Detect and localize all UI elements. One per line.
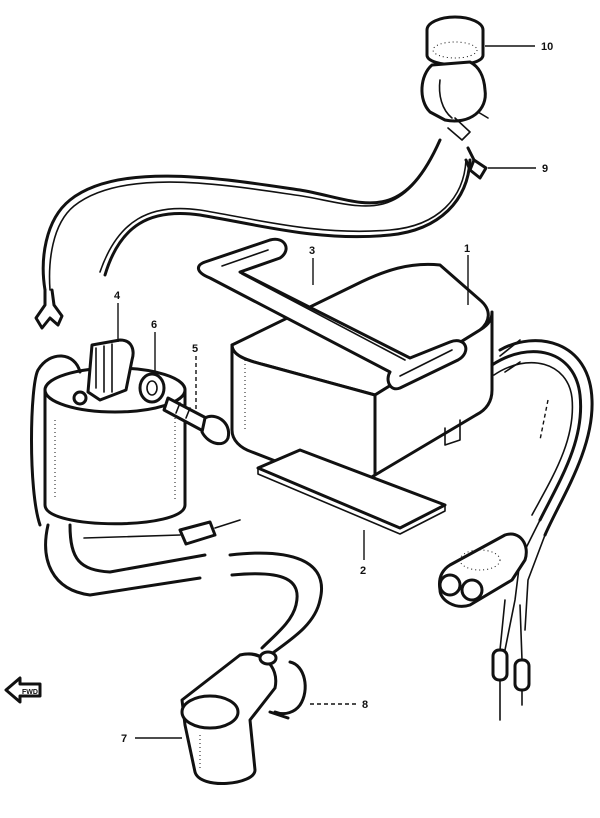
bullet-terminals bbox=[491, 599, 531, 721]
spark-plug-cap bbox=[180, 650, 278, 785]
wire-connector-block bbox=[438, 532, 528, 608]
wire-harness-upper bbox=[41, 138, 472, 292]
svg-text:FWD: FWD bbox=[22, 689, 38, 696]
rubber-strap bbox=[197, 237, 468, 391]
callout-2: 2 bbox=[360, 565, 366, 577]
callout-leaders bbox=[117, 45, 536, 739]
wire-clip bbox=[268, 660, 307, 720]
callout-7: 7 bbox=[121, 733, 127, 745]
mounting-bolt bbox=[162, 396, 231, 446]
forward-arrow-icon: FWD bbox=[4, 676, 42, 704]
callout-5: 5 bbox=[192, 343, 198, 355]
ignition-coil bbox=[30, 338, 187, 527]
callout-6: 6 bbox=[151, 319, 157, 331]
cushion-plate bbox=[256, 448, 447, 535]
kill-switch-assembly bbox=[420, 15, 489, 141]
cdi-wire-loom bbox=[490, 339, 594, 651]
callout-4: 4 bbox=[114, 290, 121, 302]
callout-3: 3 bbox=[309, 245, 315, 257]
callout-9: 9 bbox=[542, 163, 548, 175]
washer bbox=[138, 372, 166, 404]
high-tension-cord bbox=[44, 519, 323, 657]
wire-terminal-fork bbox=[464, 146, 488, 180]
callout-1: 1 bbox=[464, 243, 470, 255]
callout-8: 8 bbox=[362, 699, 368, 711]
ground-terminal-fork bbox=[34, 288, 64, 330]
callout-10: 10 bbox=[541, 41, 553, 53]
